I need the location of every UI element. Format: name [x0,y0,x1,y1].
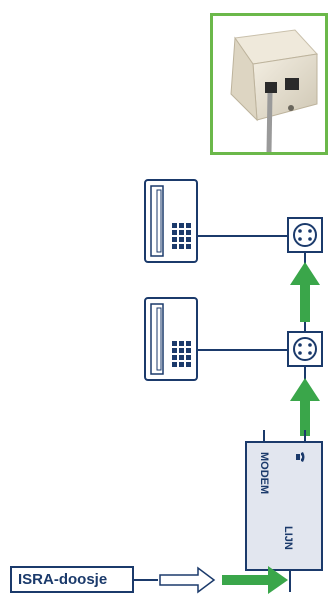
phone-jack-illustration [213,16,325,152]
phone-jack-photo [210,13,328,155]
splitter-modem-label: MODEM [258,452,270,495]
telephone-icon [144,297,198,381]
phone-symbol-icon [296,452,305,462]
green-arrow-icon [222,566,288,594]
isra-box-label: ISRA-doosje [10,566,134,593]
splitter-box [245,430,323,571]
wall-socket-icon [287,331,323,367]
outline-arrow-icon [159,566,216,594]
wall-socket-icon [287,217,323,253]
green-arrow-icon [290,378,320,436]
splitter-line-label: LIJN [282,526,294,550]
green-arrow-icon [290,262,320,322]
telephone-icon [144,179,198,263]
